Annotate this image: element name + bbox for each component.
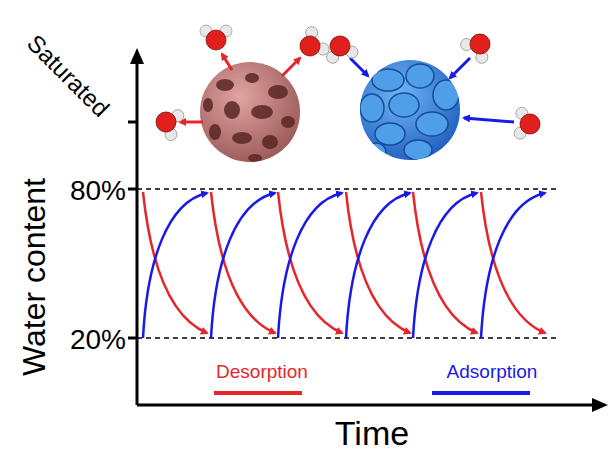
water-molecule: [322, 32, 359, 64]
water-molecule: [514, 107, 542, 141]
adsorption-curve: [346, 193, 410, 338]
tick-label: 20%: [70, 326, 126, 354]
desorption-curve: [481, 192, 545, 333]
water-molecule: [458, 26, 499, 66]
adsorption-curve: [143, 193, 207, 338]
legend-text: Desorption: [216, 362, 308, 381]
tick-label: 80%: [70, 177, 126, 205]
desorption-curve: [346, 192, 410, 333]
level-label: Saturated: [23, 31, 114, 122]
water-molecules: [151, 24, 541, 142]
adsorption-curve: [481, 193, 545, 338]
desorption-curve: [143, 192, 207, 333]
water-molecule: [293, 24, 332, 65]
legend-line: [432, 391, 530, 395]
axes: [128, 48, 608, 412]
axis-title: Time: [335, 416, 409, 450]
desorption-curve: [278, 192, 342, 333]
porous-material: [200, 62, 300, 162]
legend-text: Adsorption: [447, 362, 538, 381]
water-molecule: [200, 25, 232, 50]
cycle-curves: [143, 192, 545, 338]
adsorption-curve: [413, 193, 477, 338]
dense-material: [360, 60, 460, 161]
water-molecule: [151, 104, 185, 143]
adsorption-curve: [211, 193, 275, 338]
axis-title: Water content: [18, 178, 50, 376]
adsorption-curve: [278, 193, 342, 338]
water-flow-arrows: [180, 54, 514, 122]
legend-line: [214, 391, 302, 395]
desorption-curve: [413, 192, 477, 333]
desorption-curve: [211, 192, 275, 333]
